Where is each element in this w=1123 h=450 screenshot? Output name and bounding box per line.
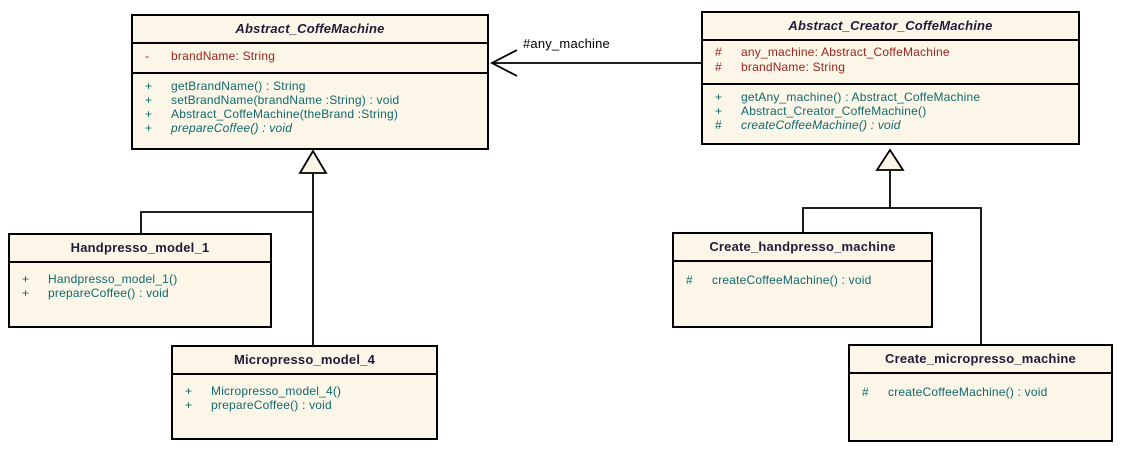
generalization-arrowhead-left (298, 149, 328, 174)
method-row-abstract: + prepareCoffee() : void (133, 121, 487, 135)
class-title: Abstract_Creator_CoffeMachine (703, 13, 1078, 41)
visibility-marker: + (185, 384, 193, 398)
method-row: + Abstract_CoffeMachine(theBrand :String… (133, 107, 487, 121)
method-row: + getAny_machine() : Abstract_CoffeMachi… (703, 90, 1078, 104)
generalization-arrowhead-right (875, 148, 905, 171)
method-text: getAny_machine() : Abstract_CoffeMachine (741, 90, 981, 104)
method-row: + setBrandName(brandName :String) : void (133, 93, 487, 107)
class-abstract-coffemachine[interactable]: Abstract_CoffeMachine - brandName: Strin… (131, 14, 489, 150)
association-edge-any-machine[interactable] (490, 49, 701, 77)
generalization-edge-right[interactable] (802, 148, 982, 344)
class-create-micropresso-machine[interactable]: Create_micropresso_machine # createCoffe… (848, 344, 1113, 442)
methods-compartment: # createCoffeeMachine() : void (850, 374, 1111, 399)
method-text: Handpresso_model_1() (48, 272, 178, 286)
method-text: prepareCoffee() : void (211, 398, 332, 412)
class-title: Handpresso_model_1 (10, 235, 270, 263)
visibility-marker: + (22, 272, 30, 286)
method-row: + prepareCoffee() : void (10, 286, 270, 300)
class-micropresso-model-4[interactable]: Micropresso_model_4 + Micropresso_model_… (171, 345, 438, 440)
methods-compartment: + Handpresso_model_1() + prepareCoffee()… (10, 263, 270, 300)
method-row-abstract: # createCoffeeMachine() : void (703, 118, 1078, 132)
method-text: getBrandName() : String (171, 79, 306, 93)
attributes-compartment: # any_machine: Abstract_CoffeMachine # b… (703, 41, 1078, 85)
class-title: Create_handpresso_machine (674, 234, 931, 262)
visibility-marker: + (145, 79, 153, 93)
attribute-text: brandName: String (171, 49, 276, 63)
visibility-marker: + (22, 286, 30, 300)
method-row: + Handpresso_model_1() (10, 272, 270, 286)
attribute-row: - brandName: String (133, 49, 487, 63)
class-create-handpresso-machine[interactable]: Create_handpresso_machine # createCoffee… (672, 232, 933, 328)
visibility-marker: # (715, 45, 722, 59)
visibility-marker: + (145, 93, 153, 107)
visibility-marker: # (686, 273, 693, 287)
method-text: setBrandName(brandName :String) : void (171, 93, 400, 107)
visibility-marker: + (145, 107, 153, 121)
method-text: prepareCoffee() : void (48, 286, 169, 300)
method-row: + Micropresso_model_4() (173, 384, 436, 398)
method-row: # createCoffeeMachine() : void (674, 273, 931, 287)
attributes-compartment: - brandName: String (133, 44, 487, 74)
method-text: createCoffeeMachine() : void (712, 273, 872, 287)
method-text: createCoffeeMachine() : void (888, 385, 1048, 399)
visibility-marker: # (715, 60, 722, 74)
attribute-text: brandName: String (741, 60, 846, 74)
attribute-text: any_machine: Abstract_CoffeMachine (741, 45, 950, 59)
method-text: Micropresso_model_4() (211, 384, 342, 398)
method-row: + getBrandName() : String (133, 79, 487, 93)
visibility-marker: - (145, 49, 150, 63)
visibility-marker: + (715, 90, 723, 104)
visibility-marker: + (185, 398, 193, 412)
methods-compartment: # createCoffeeMachine() : void (674, 262, 931, 287)
methods-compartment: + getAny_machine() : Abstract_CoffeMachi… (703, 85, 1078, 132)
visibility-marker: + (145, 121, 153, 135)
method-row: + prepareCoffee() : void (173, 398, 436, 412)
visibility-marker: # (862, 385, 869, 399)
association-label-any-machine: #any_machine (523, 36, 610, 51)
method-text: Abstract_Creator_CoffeMachine() (741, 104, 927, 118)
class-title: Abstract_CoffeMachine (133, 16, 487, 44)
class-title: Create_micropresso_machine (850, 346, 1111, 374)
methods-compartment: + getBrandName() : String + setBrandName… (133, 74, 487, 135)
visibility-marker: + (715, 104, 723, 118)
generalization-edge-left[interactable] (140, 149, 328, 345)
visibility-marker: # (715, 118, 722, 132)
method-text: Abstract_CoffeMachine(theBrand :String) (171, 107, 399, 121)
class-handpresso-model-1[interactable]: Handpresso_model_1 + Handpresso_model_1(… (8, 233, 272, 328)
methods-compartment: + Micropresso_model_4() + prepareCoffee(… (173, 375, 436, 412)
class-title: Micropresso_model_4 (173, 347, 436, 375)
class-abstract-creator-coffemachine[interactable]: Abstract_Creator_CoffeMachine # any_mach… (701, 11, 1080, 145)
method-text: prepareCoffee() : void (171, 121, 293, 135)
method-text: createCoffeeMachine() : void (741, 118, 901, 132)
attribute-row: # any_machine: Abstract_CoffeMachine (703, 45, 1078, 60)
method-row: # createCoffeeMachine() : void (850, 385, 1111, 399)
method-row: + Abstract_Creator_CoffeMachine() (703, 104, 1078, 118)
attribute-row: # brandName: String (703, 60, 1078, 75)
